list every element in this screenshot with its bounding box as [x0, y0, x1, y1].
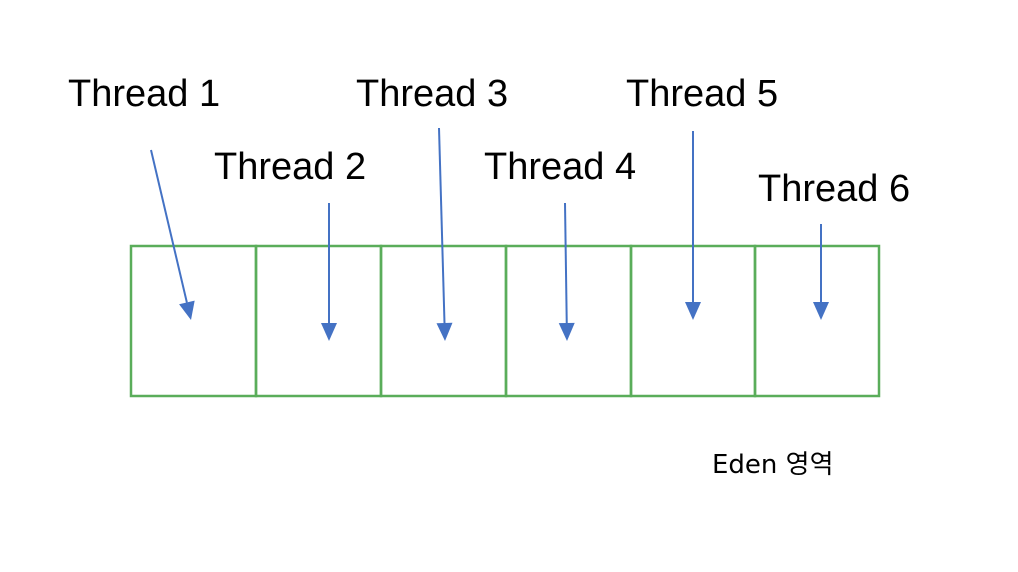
eden-cell-2 [254, 244, 383, 398]
thread-3-arrow-shaft [438, 127, 446, 324]
thread-2-label: Thread 2 [214, 146, 367, 188]
thread-5-label: Thread 5 [626, 73, 779, 115]
thread-1-arrow-head [179, 300, 195, 320]
thread-3-arrow-head [436, 322, 453, 341]
thread-6-label: Thread 6 [758, 168, 911, 210]
thread-4-label: Thread 4 [484, 146, 637, 188]
thread-2-arrow-head [321, 323, 337, 341]
thread-1-arrow-shaft [150, 149, 188, 303]
thread-4-arrow-head [558, 322, 575, 341]
thread-6-arrow-head [813, 302, 829, 320]
thread-5-arrow [685, 131, 701, 320]
eden-cell-1 [129, 244, 258, 398]
thread-5-arrow-head [685, 302, 701, 320]
eden-cell-6 [753, 244, 881, 398]
thread-3-label: Thread 3 [356, 73, 509, 115]
eden-cell-4 [504, 244, 633, 398]
thread-6-arrow [813, 224, 829, 320]
thread-1-label: Thread 1 [68, 73, 221, 115]
thread-1-arrow [150, 149, 195, 320]
eden-region-label: Eden 영역 [712, 450, 834, 480]
thread-4-arrow-shaft [564, 202, 568, 324]
thread-arrows [150, 127, 829, 341]
thread-4-arrow [558, 202, 575, 341]
thread-3-arrow [436, 127, 453, 341]
thread-2-arrow [321, 203, 337, 341]
eden-cells [129, 244, 881, 398]
